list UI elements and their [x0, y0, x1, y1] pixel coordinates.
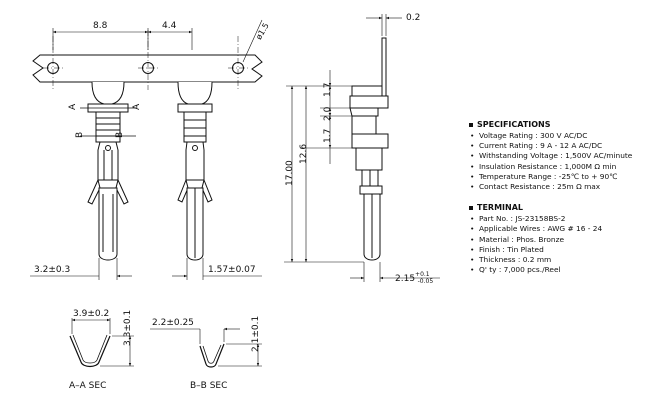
width-left-dim: 3.2±0.3	[34, 265, 70, 275]
sec-a-caption: A–A SEC	[69, 381, 106, 391]
section-a-label-left: A	[68, 103, 78, 110]
terminal-item: Material : Phos. Bronze	[469, 235, 645, 245]
pitch-dim: 8.8	[93, 21, 108, 31]
spec-item: Contact Resistance : 25m Ω max	[469, 182, 645, 192]
heading-square-icon	[469, 205, 473, 210]
terminal-heading: TERMINAL	[469, 203, 645, 212]
section-a-label-right: A	[132, 103, 142, 110]
section-b-label-left: B	[75, 132, 85, 138]
terminal-title: TERMINAL	[477, 203, 524, 213]
terminal-list: Part No. : JS-23158BS-2 Applicable Wires…	[469, 214, 645, 275]
terminal-left	[87, 81, 129, 261]
spec-item: Temperature Range : -25℃ to + 90℃	[469, 172, 645, 182]
stock-width-dim: 0.2	[406, 13, 420, 23]
terminal-item: Thickness : 0.2 mm	[469, 255, 645, 265]
terminal-side-view	[349, 37, 389, 261]
terminal-item: Part No. : JS-23158BS-2	[469, 214, 645, 224]
sec-b-width-dim: 2.2±0.25	[152, 318, 194, 328]
sec-b-height-dim: 2.1±0.1	[251, 316, 261, 352]
section-marks	[80, 107, 136, 137]
spec-panel: SPECIFICATIONS Voltage Rating : 300 V AC…	[469, 120, 645, 286]
spec-item: Insulation Resistance : 1,000M Ω min	[469, 162, 645, 172]
height-20-dim: 2.0	[323, 106, 333, 121]
sec-b-caption: B–B SEC	[190, 381, 227, 391]
sec-a-width-dim: 3.9±0.2	[73, 309, 109, 319]
section-a-profile	[69, 334, 111, 368]
height-17b-dim: 1.7	[323, 129, 333, 143]
hole-leader	[242, 19, 263, 63]
spec-item: Withstanding Voltage : 1,500V AC/minute	[469, 151, 645, 161]
specifications-title: SPECIFICATIONS	[477, 120, 551, 129]
section-b-label-right: B	[115, 132, 125, 138]
carrier-strip	[32, 54, 263, 83]
terminal-item: Applicable Wires : AWG # 16 - 24	[469, 224, 645, 234]
terminal-item: Q' ty : 7,000 pcs./Reel	[469, 265, 645, 275]
total-length-dim: 17.00	[285, 160, 295, 186]
section-b-profile	[199, 343, 225, 368]
spec-item: Current Rating : 9 A - 12 A AC/DC	[469, 141, 645, 151]
end-width-dim: 2.15+0.1-0.05	[395, 271, 433, 285]
height-126-dim: 12.6	[299, 144, 309, 164]
heading-square-icon	[469, 122, 473, 127]
terminal-item: Finish : Tin Plated	[469, 245, 645, 255]
offset-dim: 4.4	[162, 21, 177, 31]
sec-a-height-dim: 3.3±0.1	[123, 310, 133, 346]
spec-item: Voltage Rating : 300 V AC/DC	[469, 131, 645, 141]
specifications-list: Voltage Rating : 300 V AC/DC Current Rat…	[469, 131, 645, 192]
height-17-dim: 1.7	[323, 83, 333, 97]
specifications-heading: SPECIFICATIONS	[469, 120, 645, 129]
terminal-right	[177, 81, 213, 261]
width-right-dim: 1.57±0.07	[208, 265, 256, 275]
hole-dim: ø1.5	[254, 21, 271, 41]
